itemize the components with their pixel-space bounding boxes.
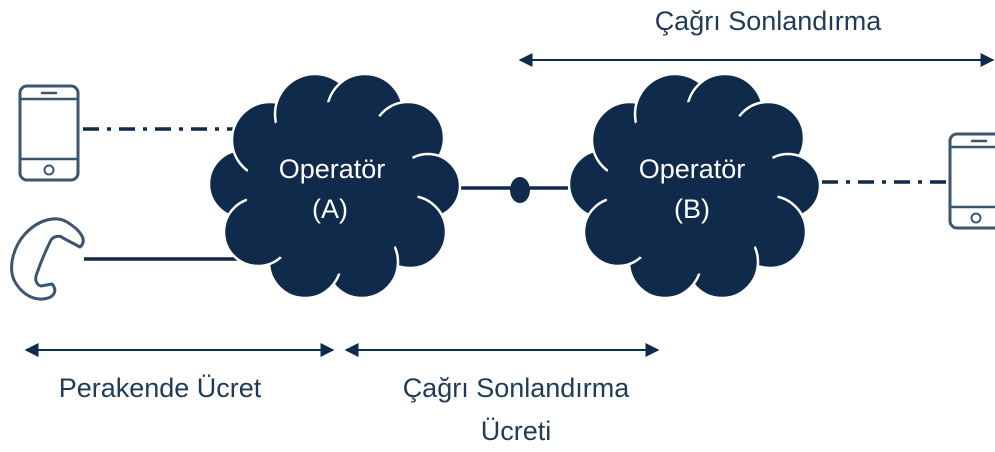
termination-fee-label-line2: Ücreti — [481, 416, 552, 446]
operator-b-id: (B) — [674, 194, 710, 224]
smartphone-icon — [18, 84, 80, 182]
operator-b-name: Operatör — [639, 154, 746, 184]
top-label: Çağrı Sonlandırma — [655, 6, 883, 36]
termination-fee-label-line1: Çağrı Sonlandırma — [403, 373, 631, 403]
smartphone-icon — [948, 132, 995, 230]
interconnect-point — [510, 177, 530, 203]
operator-a-id: (A) — [312, 194, 348, 224]
operator-a-cloud: Operatör (A) — [207, 72, 462, 300]
operator-a-name: Operatör — [279, 154, 386, 184]
retail-fee-label: Perakende Ücret — [59, 373, 262, 403]
operator-b-cloud: Operatör (B) — [567, 72, 822, 300]
telephone-handset-icon — [10, 217, 85, 301]
